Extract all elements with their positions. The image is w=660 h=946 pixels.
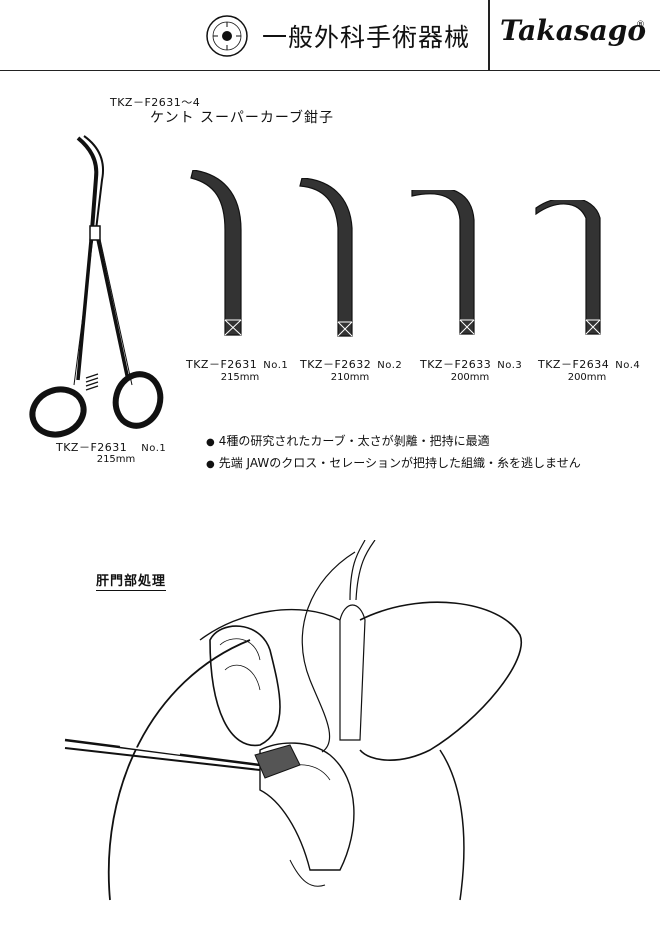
variant-size-no3: 200mm: [450, 372, 490, 383]
variant-label-no3: TKZ－F2633 No.3: [420, 356, 522, 372]
variant-code: TKZ－F2634: [538, 358, 610, 371]
feature-text: 先端 JAWのクロス・セレーションが把持した組織・糸を逃しません: [218, 456, 581, 470]
forceps-illustration: [29, 135, 164, 438]
variant-label-no1: TKZ－F2631 No.1: [186, 356, 288, 372]
section-title: 肝門部処理: [96, 570, 167, 591]
variant-size-no1: 215mm: [220, 372, 260, 383]
main-instrument-size: 215mm: [96, 454, 136, 465]
takasago-seal-icon: [206, 15, 248, 57]
catalog-title: 一般外科手術器械: [262, 23, 471, 52]
variant-code: TKZ－F2631: [186, 358, 258, 371]
product-name: ケント スーパーカーブ鉗子: [150, 110, 335, 126]
main-instrument-number: No.1: [141, 443, 167, 454]
variant-code: TKZ－F2632: [300, 358, 372, 371]
variant-size-no2: 210mm: [330, 372, 370, 383]
tip-profile-no4: [535, 200, 601, 335]
feature-text: 4種の研究されたカーブ・太さが剝離・把持に最適: [218, 434, 490, 448]
variant-number: No.3: [497, 360, 523, 371]
variant-number: No.1: [263, 360, 289, 371]
variant-number: No.2: [377, 360, 403, 371]
main-instrument-code: TKZ－F2631: [56, 441, 128, 454]
product-code-range: TKZ－F2631～4: [110, 96, 201, 109]
variant-number: No.4: [615, 360, 641, 371]
tip-profile-no2: [299, 178, 353, 337]
surgical-illustration: [64, 540, 523, 901]
variant-label-no4: TKZ－F2634 No.4: [538, 356, 640, 372]
brand-logo: Takasago: [500, 14, 647, 47]
variant-size-no4: 200mm: [567, 372, 607, 383]
variant-label-no2: TKZ－F2632 No.2: [300, 356, 402, 372]
tip-profile-no3: [411, 190, 475, 335]
variant-code: TKZ－F2633: [420, 358, 492, 371]
bullet-icon: ●: [206, 459, 215, 470]
feature-item: ●先端 JAWのクロス・セレーションが把持した組織・糸を逃しません: [206, 453, 581, 475]
bullet-icon: ●: [206, 437, 215, 448]
main-instrument-label: TKZ－F2631 No.1: [56, 439, 166, 455]
feature-list: ●4種の研究されたカーブ・太さが剝離・把持に最適 ●先端 JAWのクロス・セレー…: [206, 431, 581, 475]
header-divider: [488, 0, 490, 70]
feature-item: ●4種の研究されたカーブ・太さが剝離・把持に最適: [206, 431, 581, 453]
tip-profile-no1: [190, 170, 242, 336]
page-header: 一般外科手術器械 Takasago ®: [0, 0, 660, 71]
registered-mark: ®: [636, 20, 645, 30]
